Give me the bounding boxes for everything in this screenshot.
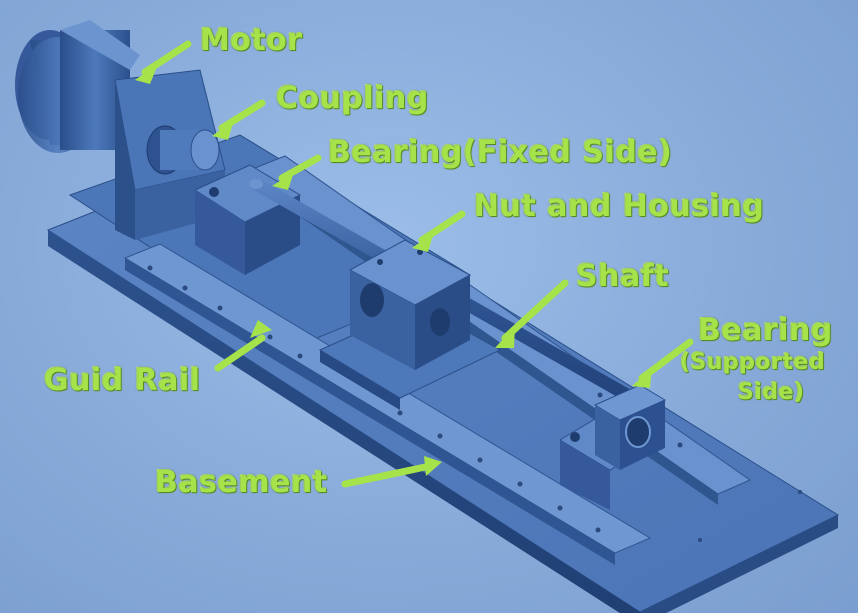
label-shaft: Shaft	[576, 259, 670, 294]
arrow-heads	[135, 64, 652, 476]
label-bearing-fixed-side: Bearing(Fixed Side)	[328, 135, 673, 170]
label-guide-rail: Guid Rail	[44, 363, 201, 398]
label-bearing-supported-line3: Side)	[738, 380, 805, 405]
fixed-bearing-block	[193, 164, 302, 275]
supported-bearing-block	[559, 384, 667, 510]
motor-body	[15, 20, 140, 153]
label-bearing-supported-line2: (Supported	[680, 350, 826, 375]
coupling	[146, 125, 220, 175]
label-bearing-supported: Bearing	[698, 313, 833, 348]
label-motor: Motor	[200, 23, 303, 58]
label-basement: Basement	[155, 465, 328, 500]
rail-holes	[147, 265, 802, 582]
nut-housing	[348, 239, 472, 370]
label-coupling: Coupling	[276, 81, 429, 116]
label-nut-and-housing: Nut and Housing	[474, 189, 765, 224]
